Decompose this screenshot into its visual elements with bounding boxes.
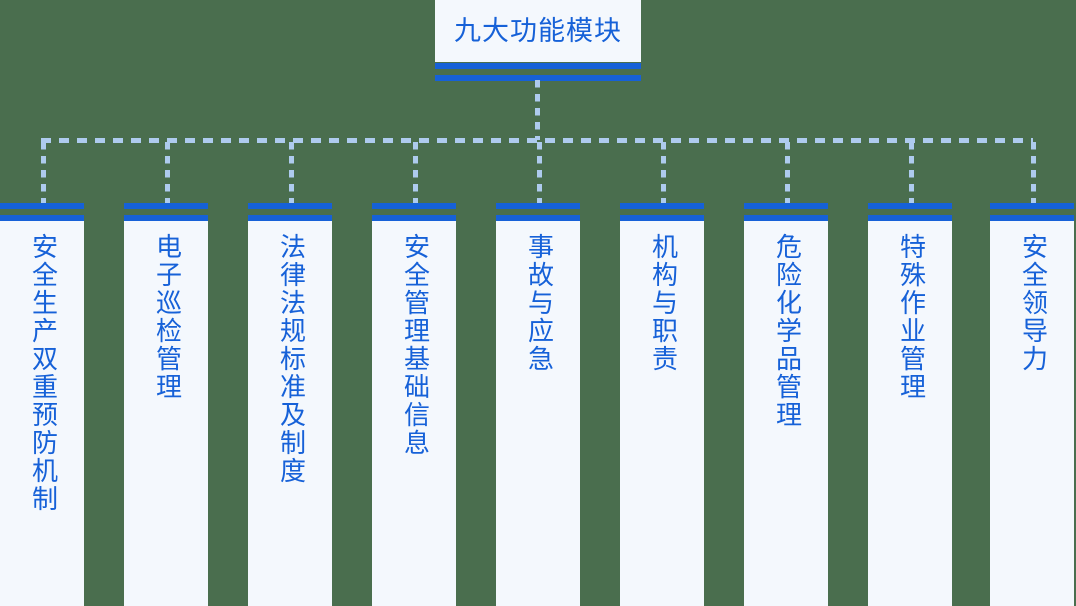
root-node-accent-bar-bottom — [435, 75, 641, 81]
module-card-9[interactable]: 安全领导力 — [990, 203, 1074, 606]
module-card-label: 安全管理基础信息 — [399, 233, 430, 457]
card-accent-bar-bottom — [248, 215, 332, 221]
root-node-label: 九大功能模块 — [454, 15, 622, 47]
module-card-label: 法律法规标准及制度 — [275, 233, 306, 485]
card-accent-bar-top — [744, 203, 828, 209]
connector-drop-1 — [41, 142, 46, 204]
connector-horizontal-bus — [41, 138, 1033, 143]
module-card-1[interactable]: 安全生产双重预防机制 — [0, 203, 84, 606]
card-accent-bar-top — [868, 203, 952, 209]
card-body: 机构与职责 — [620, 221, 704, 606]
card-accent-bar-top — [990, 203, 1074, 209]
connector-drop-7 — [785, 142, 790, 204]
card-accent-bar-bottom — [0, 215, 84, 221]
card-accent-bar-bottom — [744, 215, 828, 221]
card-accent-bar-bottom — [124, 215, 208, 221]
card-accent-bar-bottom — [990, 215, 1074, 221]
module-card-label: 特殊作业管理 — [895, 233, 926, 401]
card-accent-bar-top — [124, 203, 208, 209]
module-card-5[interactable]: 事故与应急 — [496, 203, 580, 606]
connector-drop-3 — [289, 142, 294, 204]
card-body: 安全领导力 — [990, 221, 1074, 606]
module-card-label: 安全生产双重预防机制 — [27, 233, 58, 513]
card-body: 电子巡检管理 — [124, 221, 208, 606]
card-body: 特殊作业管理 — [868, 221, 952, 606]
card-body: 危险化学品管理 — [744, 221, 828, 606]
card-accent-bar-top — [372, 203, 456, 209]
module-card-4[interactable]: 安全管理基础信息 — [372, 203, 456, 606]
card-body: 法律法规标准及制度 — [248, 221, 332, 606]
module-card-3[interactable]: 法律法规标准及制度 — [248, 203, 332, 606]
connector-drop-4 — [413, 142, 418, 204]
module-card-label: 危险化学品管理 — [771, 233, 802, 429]
root-node-accent-bar-top — [435, 63, 641, 69]
module-card-7[interactable]: 危险化学品管理 — [744, 203, 828, 606]
connector-drop-5 — [537, 142, 542, 204]
card-accent-bar-bottom — [868, 215, 952, 221]
card-accent-bar-top — [620, 203, 704, 209]
module-card-label: 安全领导力 — [1017, 233, 1048, 373]
module-card-label: 机构与职责 — [647, 233, 678, 373]
module-card-8[interactable]: 特殊作业管理 — [868, 203, 952, 606]
card-accent-bar-bottom — [496, 215, 580, 221]
connector-drop-2 — [165, 142, 170, 204]
card-body: 安全生产双重预防机制 — [0, 221, 84, 606]
module-card-label: 事故与应急 — [523, 233, 554, 373]
connector-drop-6 — [661, 142, 666, 204]
card-accent-bar-top — [0, 203, 84, 209]
connector-root-stem — [535, 80, 540, 140]
connector-drop-8 — [909, 142, 914, 204]
card-accent-bar-top — [496, 203, 580, 209]
card-accent-bar-bottom — [372, 215, 456, 221]
root-node[interactable]: 九大功能模块 — [435, 0, 641, 62]
card-body: 事故与应急 — [496, 221, 580, 606]
card-body: 安全管理基础信息 — [372, 221, 456, 606]
module-card-2[interactable]: 电子巡检管理 — [124, 203, 208, 606]
card-accent-bar-top — [248, 203, 332, 209]
card-accent-bar-bottom — [620, 215, 704, 221]
module-card-label: 电子巡检管理 — [151, 233, 182, 401]
connector-drop-9 — [1031, 142, 1036, 204]
module-card-6[interactable]: 机构与职责 — [620, 203, 704, 606]
